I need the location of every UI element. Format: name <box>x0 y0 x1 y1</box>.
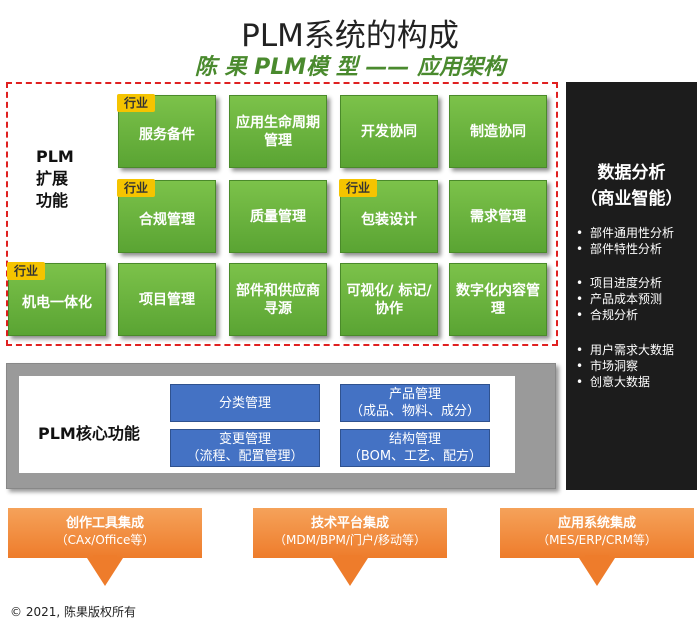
ext-box-label: 制造协同 <box>470 123 526 140</box>
ext-box-label: 合规管理 <box>139 211 195 228</box>
ext-box-requirements: 需求管理 <box>449 180 547 253</box>
extension-label-line2: 扩展 <box>36 169 69 188</box>
extension-frame <box>6 82 558 346</box>
extension-label-line3: 功能 <box>36 191 69 210</box>
core-box-title: 分类管理 <box>218 395 271 411</box>
extension-label-line1: PLM <box>36 147 74 166</box>
core-box-sub: （成品、物料、成分） <box>349 404 480 419</box>
analytics-title-line1: 数据分析 <box>597 163 666 183</box>
ext-box-label: 包装设计 <box>361 211 417 228</box>
ext-box-label: 数字化内容管理 <box>456 282 540 317</box>
analytics-group-market: 用户需求大数据 市场洞察 创意大数据 <box>576 342 697 390</box>
ext-box-label: 机电一体化 <box>22 294 92 311</box>
integration-tech-platform: 技术平台集成 （MDM/BPM/门户/移动等） <box>253 508 447 558</box>
integration-title: 技术平台集成 <box>310 516 389 531</box>
analytics-title: 数据分析 （商业智能） <box>566 160 697 212</box>
down-arrow-icon <box>579 558 615 586</box>
core-label: PLM核心功能 <box>38 424 140 443</box>
ext-box-mfg-collab: 制造协同 <box>449 95 547 168</box>
industry-badge: 行业 <box>7 262 46 280</box>
analytics-item: 产品成本预测 <box>576 291 697 307</box>
core-box-product: 产品管理 （成品、物料、成分） <box>340 384 490 422</box>
analytics-item: 部件通用性分析 <box>576 225 697 241</box>
analytics-item: 市场洞察 <box>576 358 697 374</box>
analytics-title-line2: （商业智能） <box>580 189 683 209</box>
integration-sub: （MDM/BPM/门户/移动等） <box>274 533 426 547</box>
ext-box-digital-content: 数字化内容管理 <box>449 263 547 336</box>
core-box-structure: 结构管理 （BOM、工艺、配方） <box>340 429 490 467</box>
down-arrow-icon <box>332 558 368 586</box>
analytics-item: 部件特性分析 <box>576 241 697 257</box>
integration-app-systems: 应用系统集成 （MES/ERP/CRM等） <box>500 508 694 558</box>
core-box-classification: 分类管理 <box>170 384 320 422</box>
ext-box-service-parts: 行业 服务备件 <box>117 94 216 168</box>
core-box-title: 结构管理 <box>388 432 441 447</box>
core-box-sub: （BOM、工艺、配方） <box>347 449 483 464</box>
ext-box-mechatronics: 行业 机电一体化 <box>7 262 106 336</box>
integration-sub: （MES/ERP/CRM等） <box>537 533 657 547</box>
ext-box-label: 可视化/ 标记/协作 <box>346 282 432 317</box>
analytics-group-parts: 部件通用性分析 部件特性分析 <box>576 225 697 257</box>
ext-box-label: 服务备件 <box>139 126 195 143</box>
ext-box-packaging: 行业 包装设计 <box>339 179 438 253</box>
analytics-item: 合规分析 <box>576 307 697 323</box>
analytics-group-project: 项目进度分析 产品成本预测 合规分析 <box>576 275 697 323</box>
down-arrow-icon <box>87 558 123 586</box>
ext-box-label: 质量管理 <box>250 208 306 225</box>
ext-box-sourcing: 部件和供应商寻源 <box>229 263 327 336</box>
integration-title: 应用系统集成 <box>557 516 636 531</box>
ext-box-visualization: 可视化/ 标记/协作 <box>340 263 438 336</box>
ext-box-quality: 质量管理 <box>229 180 327 253</box>
integration-authoring-tools: 创作工具集成 （CAx/Office等） <box>8 508 202 558</box>
ext-box-dev-collab: 开发协同 <box>340 95 438 168</box>
integration-title: 创作工具集成 <box>65 516 144 531</box>
extension-label: PLM 扩展 功能 <box>36 146 96 212</box>
ext-box-label: 开发协同 <box>361 123 417 140</box>
analytics-item: 项目进度分析 <box>576 275 697 291</box>
ext-box-label: 需求管理 <box>470 208 526 225</box>
integration-sub: （CAx/Office等） <box>55 533 155 547</box>
core-box-title: 变更管理 <box>218 432 271 447</box>
analytics-item: 用户需求大数据 <box>576 342 697 358</box>
page-subtitle: 陈 果 PLM模 型 —— 应用架构 <box>194 55 506 80</box>
ext-box-label: 项目管理 <box>139 291 195 308</box>
ext-box-label: 应用生命周期管理 <box>236 114 320 149</box>
analytics-item: 创意大数据 <box>576 374 697 390</box>
industry-badge: 行业 <box>117 94 156 112</box>
page-title: PLM系统的构成 <box>241 18 459 54</box>
core-box-sub: （流程、配置管理） <box>186 449 304 464</box>
analytics-panel: 数据分析 （商业智能） 部件通用性分析 部件特性分析 项目进度分析 产品成本预测… <box>566 82 697 490</box>
core-box-title: 产品管理 <box>388 387 441 402</box>
ext-box-compliance: 行业 合规管理 <box>117 179 216 253</box>
copyright-notice: © 2021, 陈果版权所有 <box>10 605 136 619</box>
ext-box-alm: 应用生命周期管理 <box>229 95 327 168</box>
ext-box-project-mgmt: 项目管理 <box>118 263 216 336</box>
industry-badge: 行业 <box>117 179 156 197</box>
industry-badge: 行业 <box>339 179 378 197</box>
ext-box-label: 部件和供应商寻源 <box>236 282 320 317</box>
core-box-change: 变更管理 （流程、配置管理） <box>170 429 320 467</box>
